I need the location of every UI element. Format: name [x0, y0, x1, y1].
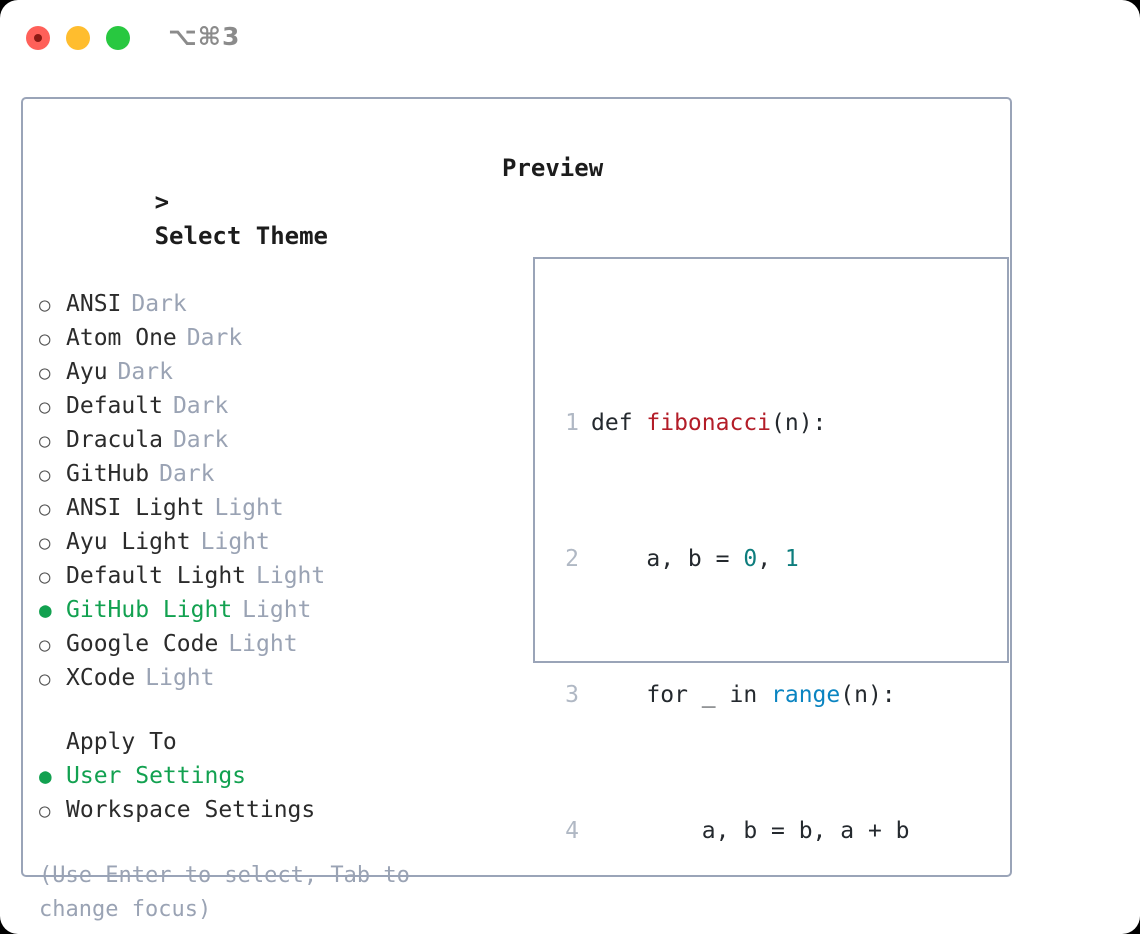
theme-list-item[interactable]: ○ Dracula Dark	[39, 423, 479, 457]
minimize-button[interactable]	[66, 26, 90, 50]
theme-list-item[interactable]: ○ Ayu Light Light	[39, 525, 479, 559]
theme-name: XCode	[66, 665, 136, 691]
code-token: for _ in	[591, 682, 772, 708]
code-token: (n):	[771, 410, 827, 436]
theme-category-tag: Light	[242, 597, 312, 623]
theme-category-tag: Dark	[186, 325, 243, 351]
radio-icon[interactable]: ○	[39, 668, 51, 690]
theme-category-tag: Dark	[131, 291, 187, 317]
radio-icon[interactable]: ○	[39, 532, 51, 554]
theme-list: ○ ANSI Dark ○ Atom One Dark ○ Ayu Dark ○…	[39, 287, 479, 695]
close-button[interactable]	[26, 26, 50, 50]
theme-name: Google Code	[66, 631, 219, 657]
theme-name: GitHub	[66, 461, 150, 487]
theme-list-item[interactable]: ○ GitHub Dark	[39, 457, 479, 491]
theme-category-tag: Dark	[172, 427, 229, 453]
radio-icon[interactable]: ○	[39, 430, 51, 452]
theme-name: Dracula	[66, 427, 163, 453]
line-number: 2	[565, 546, 579, 572]
code-token: ,	[757, 546, 785, 572]
radio-icon[interactable]: ○	[39, 464, 51, 486]
theme-list-item[interactable]: ○ Google Code Light	[39, 627, 479, 661]
code-line: 4 a, b = b, a + b	[553, 814, 937, 848]
preview-code: 1 def fibonacci (n): 2 a, b = 0 , 1 3	[553, 304, 937, 934]
theme-category-tag: Dark	[117, 359, 173, 385]
code-token: a, b = b, a + b	[591, 818, 910, 844]
code-token: a, b =	[591, 546, 744, 572]
radio-icon[interactable]: ○	[39, 362, 51, 384]
code-token-number: 0	[743, 546, 758, 572]
theme-list-header-label: Select Theme	[154, 222, 328, 250]
theme-selection-column: > Select Theme ○ ANSI Dark ○ Atom One Da…	[39, 151, 479, 927]
theme-category-tag: Light	[145, 665, 215, 691]
theme-list-item[interactable]: ○ ANSI Dark	[39, 287, 479, 321]
main-content-panel: > Select Theme ○ ANSI Dark ○ Atom One Da…	[21, 97, 1012, 922]
code-token-function: fibonacci	[646, 410, 772, 436]
theme-list-item[interactable]: ○ Ayu Dark	[39, 355, 479, 389]
theme-name: Default Light	[66, 563, 247, 589]
radio-icon[interactable]: ○	[39, 328, 51, 350]
radio-icon[interactable]: ○	[39, 396, 51, 418]
window-titlebar: ⌥⌘3	[0, 0, 1140, 78]
preview-column: Preview 1 def fibonacci (n): 2 a, b = 0 …	[502, 151, 1009, 844]
apply-to-option-label: Workspace Settings	[66, 797, 316, 823]
radio-icon[interactable]: ○	[39, 634, 51, 656]
theme-category-tag: Light	[256, 563, 326, 589]
keyboard-hint-text: (Use Enter to select, Tab to change focu…	[39, 863, 410, 922]
radio-selected-icon[interactable]: ●	[39, 598, 52, 622]
theme-list-item-selected[interactable]: ● GitHub Light Light	[39, 593, 479, 627]
radio-selected-icon[interactable]: ●	[39, 764, 52, 788]
preview-header: Preview	[502, 154, 604, 182]
code-line: 1 def fibonacci (n):	[553, 406, 937, 440]
keyboard-shortcut-label: ⌥⌘3	[168, 22, 241, 51]
theme-name: Default	[66, 393, 163, 419]
theme-category-tag: Light	[214, 495, 284, 521]
code-token: def	[591, 410, 647, 436]
code-token-number: 1	[784, 546, 799, 572]
theme-name: ANSI Light	[66, 495, 205, 521]
theme-category-tag: Dark	[159, 461, 215, 487]
preview-box: 1 def fibonacci (n): 2 a, b = 0 , 1 3	[533, 257, 1009, 844]
theme-list-item[interactable]: ○ ANSI Light Light	[39, 491, 479, 525]
radio-icon[interactable]: ○	[39, 800, 51, 822]
line-number: 1	[565, 410, 579, 436]
theme-list-header: > Select Theme	[39, 151, 479, 287]
theme-list-item[interactable]: ○ XCode Light	[39, 661, 479, 695]
theme-name: Ayu	[66, 359, 108, 385]
maximize-button[interactable]	[106, 26, 130, 50]
line-number: 3	[565, 682, 579, 708]
code-token-builtin: range	[771, 682, 841, 708]
theme-list-item[interactable]: ○ Default Light Light	[39, 559, 479, 593]
selection-caret-icon: >	[154, 188, 170, 216]
theme-name: Ayu Light	[66, 529, 191, 555]
theme-category-tag: Light	[228, 631, 298, 657]
line-number: 4	[565, 818, 579, 844]
code-token: (n):	[840, 682, 896, 708]
radio-icon[interactable]: ○	[39, 566, 51, 588]
theme-category-tag: Dark	[172, 393, 229, 419]
radio-icon[interactable]: ○	[39, 294, 51, 316]
apply-to-header: Apply To	[66, 729, 177, 755]
theme-list-item[interactable]: ○ Atom One Dark	[39, 321, 479, 355]
apply-to-option-label: User Settings	[66, 763, 247, 789]
theme-name: GitHub Light	[66, 597, 233, 623]
radio-icon[interactable]: ○	[39, 498, 51, 520]
theme-list-item[interactable]: ○ Default Dark	[39, 389, 479, 423]
apply-to-option-workspace-settings[interactable]: ○ Workspace Settings	[39, 793, 479, 827]
code-line: 3 for _ in range (n):	[553, 678, 937, 712]
theme-category-tag: Light	[200, 529, 270, 555]
theme-name: Atom One	[66, 325, 177, 351]
apply-to-option-user-settings[interactable]: ● User Settings	[39, 759, 479, 793]
apply-to-section: Apply To ● User Settings ○ Workspace Set…	[39, 725, 479, 827]
code-line: 2 a, b = 0 , 1	[553, 542, 937, 576]
theme-name: ANSI	[66, 291, 122, 317]
